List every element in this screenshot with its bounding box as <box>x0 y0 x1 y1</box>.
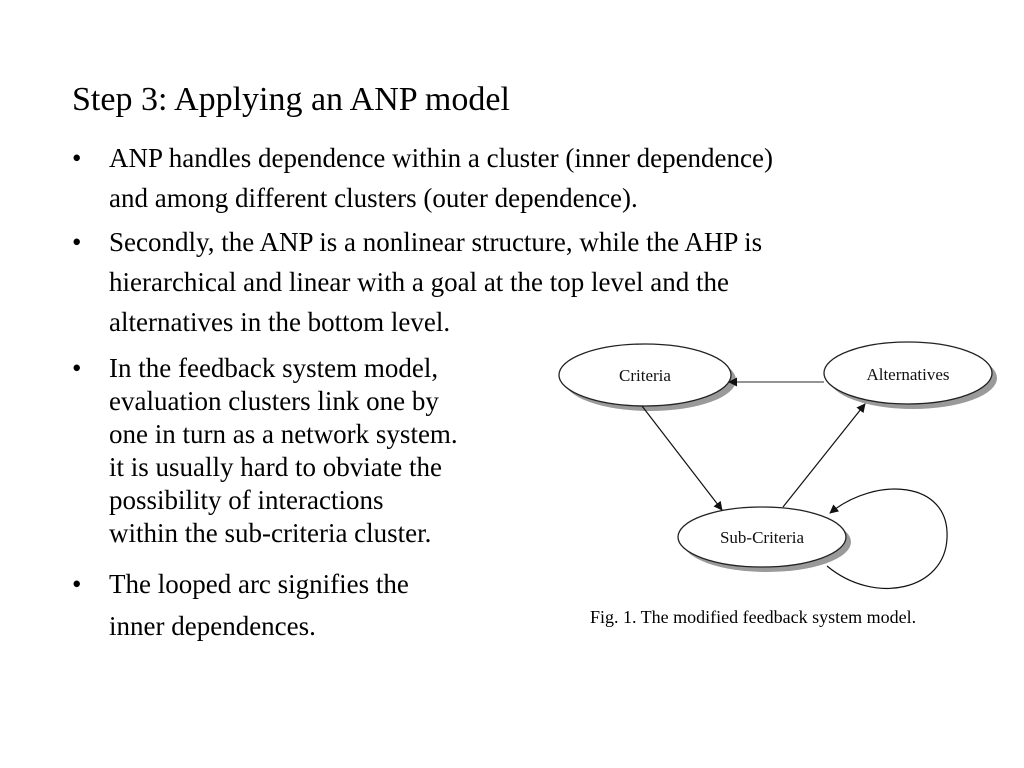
node-label: Criteria <box>619 366 671 385</box>
bullet-item-1: • ANP handles dependence within a cluste… <box>72 138 773 218</box>
node-ellipse <box>558 343 732 407</box>
bullet-line: and among different clusters (outer depe… <box>109 183 638 213</box>
bullet-marker: • <box>72 143 82 173</box>
bullet-text: The looped arc signifies the inner depen… <box>109 563 409 647</box>
bullet-marker: • <box>72 227 82 257</box>
bullet-line: alternatives in the bottom level. <box>109 307 451 337</box>
bullet-line: one in turn as a network system. <box>109 419 458 449</box>
bullet-line: inner dependences. <box>109 611 316 641</box>
node-subcriteria: Sub-Criteria <box>677 506 851 572</box>
figure-caption: Fig. 1. The modified feedback system mod… <box>590 607 917 627</box>
bullet-item-4: • The looped arc signifies the inner dep… <box>72 563 409 647</box>
bullet-item-2: • Secondly, the ANP is a nonlinear struc… <box>72 222 762 342</box>
edge-criteria-to-subcriteria <box>641 405 723 511</box>
node-label: Sub-Criteria <box>720 528 804 547</box>
bullet-line: within the sub-criteria cluster. <box>109 518 432 548</box>
feedback-system-diagram: Criteria Alternatives Sub-Criteria <box>558 341 997 589</box>
node-ellipse <box>677 506 847 568</box>
edge-subcriteria-self-loop <box>826 488 948 589</box>
node-criteria: Criteria <box>558 343 736 411</box>
bullet-line: Secondly, the ANP is a nonlinear structu… <box>109 227 763 257</box>
bullet-item-3: • In the feedback system model, evaluati… <box>72 352 458 550</box>
bullet-text: Secondly, the ANP is a nonlinear structu… <box>109 222 762 342</box>
bullet-text: ANP handles dependence within a cluster … <box>109 138 773 218</box>
slide-title: Step 3: Applying an ANP model <box>72 81 510 118</box>
bullet-line: possibility of interactions <box>109 485 384 515</box>
bullet-line: evaluation clusters link one by <box>109 386 439 416</box>
feedback-system-figure: Criteria Alternatives Sub-Criteria Fig. … <box>555 338 1000 638</box>
node-label: Alternatives <box>866 365 949 384</box>
bullet-text: In the feedback system model, evaluation… <box>109 352 458 550</box>
bullet-marker: • <box>72 353 82 383</box>
bullet-line: hierarchical and linear with a goal at t… <box>109 267 729 297</box>
bullet-line: it is usually hard to obviate the <box>109 452 442 482</box>
node-ellipse <box>823 341 993 405</box>
edge-subcriteria-to-alternatives <box>782 403 866 508</box>
bullet-marker: • <box>72 569 82 599</box>
bullet-line: ANP handles dependence within a cluster … <box>109 143 773 173</box>
node-alternatives: Alternatives <box>823 341 997 409</box>
bullet-line: The looped arc signifies the <box>109 569 409 599</box>
bullet-line: In the feedback system model, <box>109 353 439 383</box>
